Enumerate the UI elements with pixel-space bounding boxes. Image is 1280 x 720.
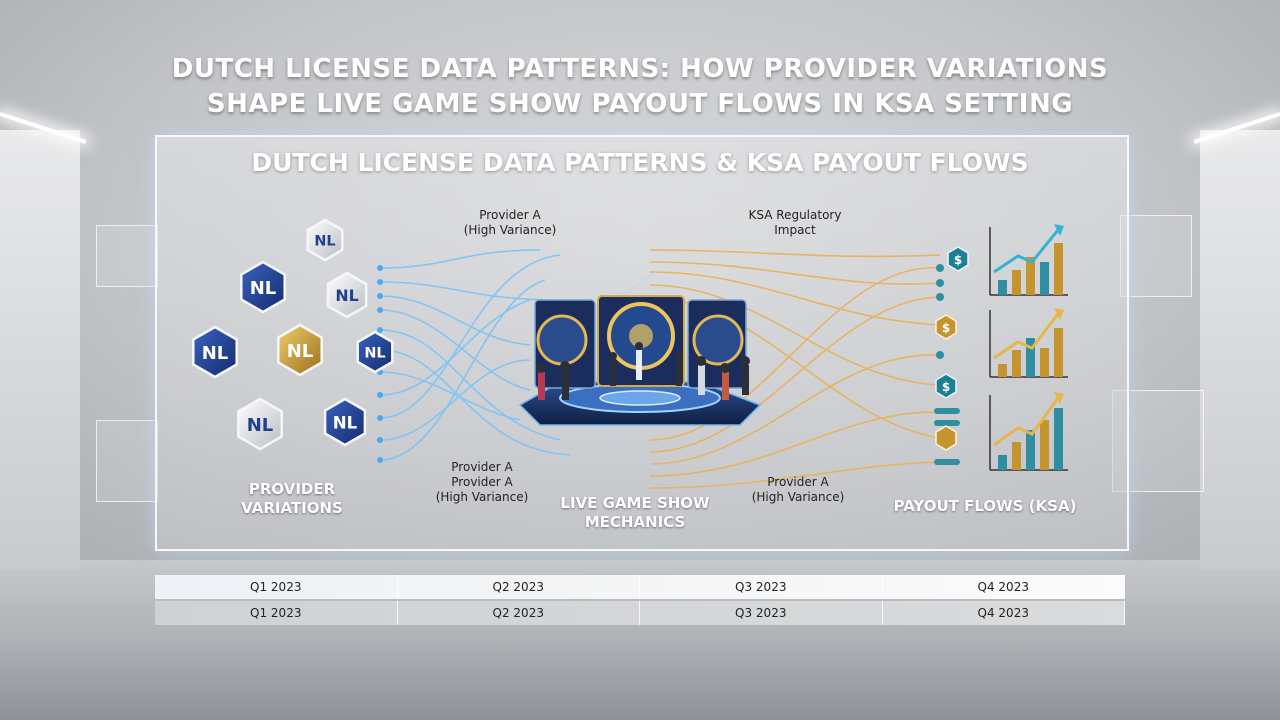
timeline-q3: Q3 2023 [640,601,883,625]
label-bottom-left-line-1: Provider A [451,460,513,474]
label-bottom-left: Provider A Provider A (High Variance) [412,460,552,505]
nl-badge: NL [277,323,323,377]
svg-text:$: $ [954,253,962,267]
label-top-left-line-1: Provider A [479,208,541,222]
timeline-row-2: Q1 2023 Q2 2023 Q3 2023 Q4 2023 [155,601,1125,625]
nl-badge: NL [326,271,368,319]
label-bottom-left-line-2: Provider A [451,475,513,489]
page-title-line-1: DUTCH LICENSE DATA PATTERNS: HOW PROVIDE… [171,54,1109,84]
label-top-right: KSA Regulatory Impact [725,208,865,238]
nl-badge-text: NL [335,286,358,305]
timeline-q1: Q1 2023 [155,575,398,599]
label-top-left-line-2: (High Variance) [463,223,557,237]
blue-flow-lines [379,249,571,461]
nl-badge-text: NL [202,343,229,364]
section-provider-line-2: VARIATIONS [241,499,343,517]
section-live-game-show: LIVE GAME SHOW MECHANICS [555,494,715,532]
nl-badge-text: NL [314,234,335,250]
label-bottom-right-line-2: (High Variance) [751,490,845,504]
dollar-icon: $ [935,314,957,340]
payout-nodes [934,264,960,465]
dollar-icon: $ [935,373,957,399]
timeline-row-1: Q1 2023 Q2 2023 Q3 2023 Q4 2023 [155,575,1125,599]
right-wall-panel [1200,130,1280,570]
left-holo-panel-bottom [96,420,158,502]
nl-badge-text: NL [333,413,358,432]
svg-text:$: $ [942,380,950,394]
nl-badges: NL NL NL NL NL NL NL NL [192,218,394,451]
section-payout-flows: PAYOUT FLOWS (KSA) [893,497,1077,515]
page-title-line-2: SHAPE LIVE GAME SHOW PAYOUT FLOWS IN KSA… [206,89,1074,119]
nl-badge-text: NL [287,341,314,362]
board-title: DUTCH LICENSE DATA PATTERNS & KSA PAYOUT… [251,148,1029,177]
timeline-q1: Q1 2023 [155,601,398,625]
timeline-q3: Q3 2023 [640,575,883,599]
nl-badge: NL [192,325,238,379]
payout-chart-3 [989,392,1068,471]
nl-badge-text: NL [250,278,277,299]
timeline-q4: Q4 2023 [883,575,1125,599]
section-provider-variations: PROVIDER VARIATIONS [222,480,362,518]
label-top-right-line-2: Impact [774,223,816,237]
host-figures [536,342,750,400]
gold-flow-lines [649,249,941,489]
wheel-icon [536,314,588,366]
timeline-q2: Q2 2023 [398,601,640,625]
nl-badge: NL [356,330,394,374]
nl-badge: NL [306,218,344,262]
timeline-q2: Q2 2023 [398,575,640,599]
wheel-icon [692,314,744,366]
left-holo-panel-top [96,225,158,287]
svg-text:$: $ [942,321,950,335]
label-bottom-right-line-1: Provider A [767,475,829,489]
dollar-icon: $ [947,246,969,272]
timeline-q4: Q4 2023 [883,601,1125,625]
nl-badge-text: NL [364,346,385,362]
page-title: DUTCH LICENSE DATA PATTERNS: HOW PROVIDE… [0,52,1280,122]
section-provider-line-1: PROVIDER [248,480,336,498]
nl-badge-text: NL [247,415,274,436]
game-show-stage [518,295,762,426]
section-mechanics-line-2: MECHANICS [584,513,686,531]
section-mechanics-line-1: LIVE GAME SHOW [560,494,710,512]
nl-badge: NL [240,260,286,314]
label-top-right-line-1: KSA Regulatory [748,208,842,222]
label-top-left: Provider A (High Variance) [440,208,580,238]
payout-chart-1 [989,224,1068,296]
dollar-icon [935,425,957,451]
nl-badge: NL [237,397,283,451]
label-bottom-left-line-3: (High Variance) [435,490,529,504]
nl-badge: NL [323,397,367,447]
left-wall-panel [0,130,80,570]
payout-chart-2 [989,308,1068,378]
label-bottom-right: Provider A (High Variance) [728,475,868,505]
